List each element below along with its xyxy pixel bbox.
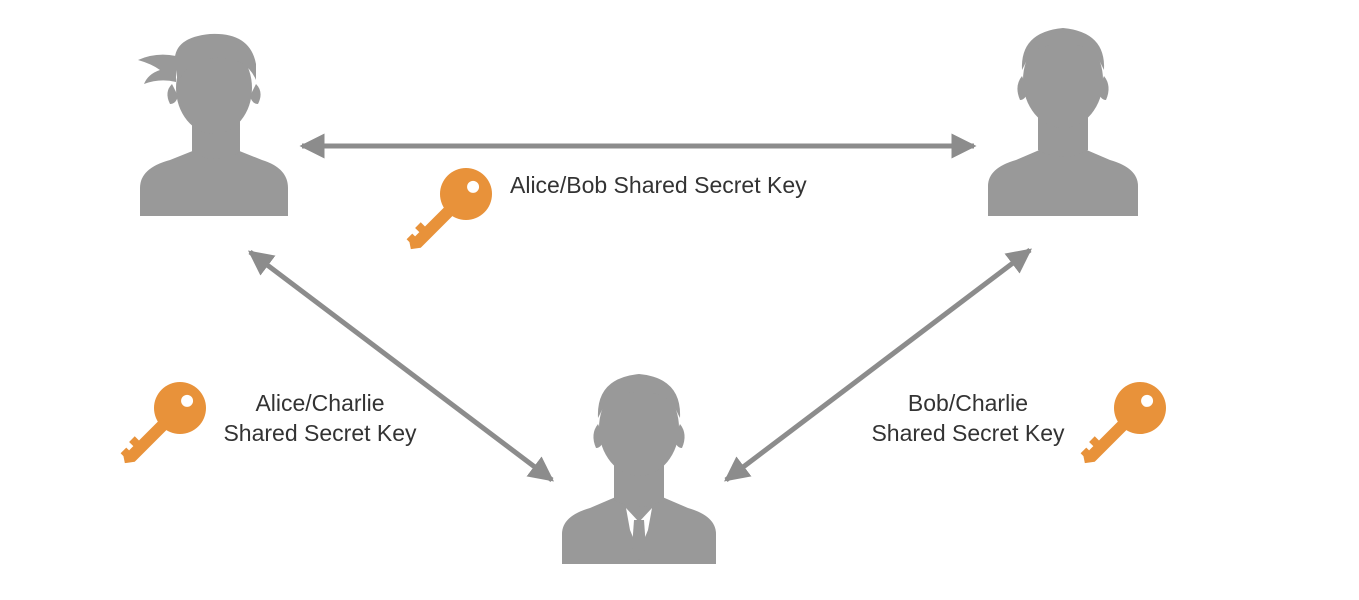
arrow-alice-charlie (248, 250, 554, 482)
key-icon (406, 168, 492, 250)
alice-bob-key-label: Alice/Bob Shared Secret Key (510, 170, 807, 200)
label-line: Bob/Charlie (907, 390, 1029, 416)
key-icon (120, 382, 206, 464)
arrow-bob-charlie (724, 248, 1032, 482)
label-line: Shared Secret Key (871, 420, 1065, 446)
person-charlie-icon (562, 374, 716, 564)
label-line: Shared Secret Key (223, 420, 417, 446)
person-bob-icon (988, 28, 1138, 216)
label-line: Alice/Charlie (255, 390, 385, 416)
key-icon (1080, 382, 1166, 464)
label-line: Alice/Bob Shared Secret Key (510, 172, 807, 198)
alice-charlie-key-label: Alice/Charlie Shared Secret Key (190, 388, 450, 448)
bob-charlie-key-label: Bob/Charlie Shared Secret Key (838, 388, 1098, 448)
person-alice-icon (138, 33, 288, 216)
